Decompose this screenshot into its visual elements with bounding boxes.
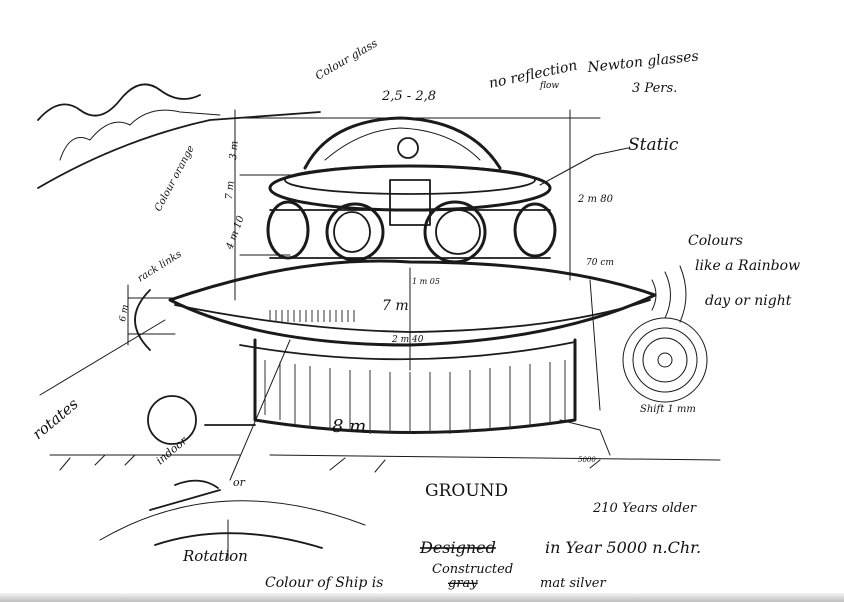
rotates-line bbox=[39, 319, 166, 396]
label-rotates: rotates bbox=[29, 395, 82, 444]
disc-hatching bbox=[269, 310, 355, 322]
footer-in-year: in Year 5000 n.Chr. bbox=[545, 538, 701, 557]
label-colours: Colours bbox=[688, 233, 743, 249]
base bbox=[253, 338, 577, 434]
label-2m40: 2 m 40 bbox=[391, 335, 424, 345]
or-pointer bbox=[229, 339, 291, 481]
label-3m: 3 m bbox=[228, 140, 241, 160]
door bbox=[389, 179, 431, 226]
label-colour-orange: Colour orange bbox=[153, 144, 197, 214]
label-6m: 6 m bbox=[118, 304, 131, 323]
label-flow: flow bbox=[539, 81, 559, 91]
label-static: Static bbox=[628, 135, 679, 155]
label-day-or-night: day or night bbox=[705, 293, 792, 309]
right-leg bbox=[559, 279, 611, 456]
dome-figure bbox=[397, 137, 419, 159]
ground-ticks bbox=[59, 454, 601, 473]
scan-edge bbox=[0, 593, 844, 602]
label-or: or bbox=[233, 476, 246, 489]
sweep-line bbox=[37, 111, 321, 189]
label-4m10: 4 m 10 bbox=[224, 214, 247, 252]
base-hatching bbox=[264, 360, 566, 434]
label-8m: 8 m bbox=[332, 416, 366, 437]
label-indoor: indoor bbox=[154, 434, 191, 468]
label-rack-links: rack links bbox=[136, 249, 184, 285]
emission-waves bbox=[651, 265, 687, 323]
indoor-circle bbox=[147, 395, 197, 445]
footer-gray: gray bbox=[448, 576, 478, 591]
porthole-inner bbox=[333, 211, 371, 253]
label-persons: 3 Pers. bbox=[632, 81, 677, 96]
rainbow-ring bbox=[622, 317, 708, 403]
static-pointer bbox=[539, 147, 629, 186]
main-disc bbox=[168, 259, 657, 347]
label-7m: 7 m bbox=[382, 298, 409, 314]
or-arrow bbox=[174, 479, 219, 489]
footer-designed: Designed bbox=[419, 538, 496, 557]
wavy-line bbox=[37, 83, 201, 121]
rainbow-ring bbox=[632, 327, 698, 393]
label-ground: GROUND bbox=[425, 481, 508, 501]
label-2m80: 2 m 80 bbox=[577, 194, 614, 205]
hatched-ground bbox=[149, 489, 221, 511]
footer-colour-of-ship: Colour of Ship is bbox=[265, 575, 383, 591]
wavy-line-2 bbox=[59, 109, 221, 161]
dimension-lines bbox=[234, 109, 601, 301]
dome-inner bbox=[324, 127, 481, 161]
label-shift: Shift 1 mm bbox=[640, 404, 696, 415]
label-7m-left: 7 m bbox=[224, 180, 237, 200]
label-1m05: 1 m 05 bbox=[412, 277, 440, 286]
porthole bbox=[325, 202, 385, 262]
label-colour-glass: Colour glass bbox=[313, 36, 380, 82]
label-5000: 5000 bbox=[578, 456, 596, 464]
left-dim bbox=[127, 284, 176, 346]
label-no-reflection: no reflection bbox=[488, 58, 579, 92]
rainbow-ring bbox=[642, 337, 688, 383]
label-70cm: 70 cm bbox=[586, 258, 614, 268]
footer-constructed: Constructed bbox=[432, 562, 513, 577]
porthole bbox=[513, 202, 557, 258]
cabin-lines bbox=[269, 209, 551, 259]
porthole-inner bbox=[435, 209, 481, 255]
upper-ring-inner bbox=[284, 165, 536, 195]
label-like-rainbow: like a Rainbow bbox=[695, 258, 800, 274]
ground-line bbox=[49, 454, 721, 461]
rotation-arrow bbox=[154, 532, 323, 549]
label-dome-height: 2,5 - 2,8 bbox=[381, 89, 436, 104]
label-newton-glasses: Newton glasses bbox=[586, 48, 700, 76]
rack-arc bbox=[134, 289, 151, 351]
curve bbox=[99, 500, 366, 541]
label-years-older: 210 Years older bbox=[592, 501, 697, 516]
rainbow-ring bbox=[657, 352, 673, 368]
label-rotation: Rotation bbox=[182, 547, 248, 565]
dome bbox=[303, 116, 502, 170]
footer-mat-silver: mat silver bbox=[540, 576, 606, 591]
